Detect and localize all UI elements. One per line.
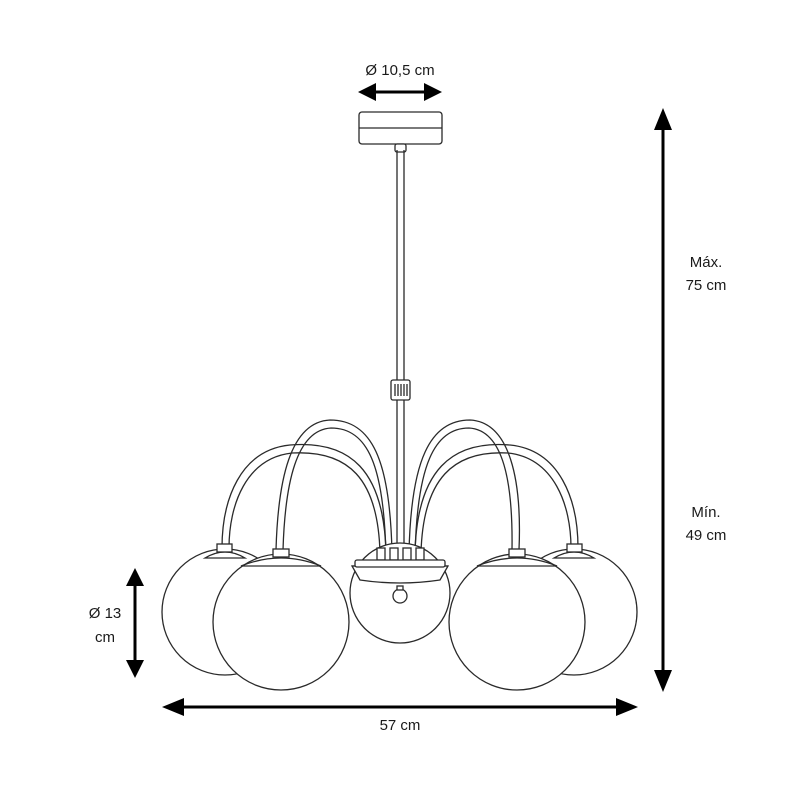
arrow-left-icon [162, 698, 184, 716]
globe-diameter-label: Ø 13 [89, 605, 122, 622]
suspension-rod [390, 150, 411, 548]
globe-diameter-unit: cm [95, 629, 115, 646]
arrow-right-icon [424, 83, 442, 101]
arrow-down-icon [126, 660, 144, 678]
globe-diameter-dimension: Ø 13 cm [89, 568, 144, 678]
canopy-diameter-label: Ø 10,5 cm [365, 62, 434, 79]
ceiling-canopy [358, 111, 443, 153]
lamp-arms [221, 419, 579, 557]
total-width-label: 57 cm [380, 717, 421, 734]
arrow-down-icon [654, 670, 672, 692]
arrow-right-icon [616, 698, 638, 716]
height-min-value: 49 cm [686, 527, 727, 544]
width-dimension: 57 cm [162, 698, 638, 734]
height-min-label: Mín. [691, 504, 720, 521]
height-dimension: Máx. 75 cm Mín. 49 cm [654, 108, 726, 692]
globe-inner-left [212, 548, 350, 691]
arrow-up-icon [126, 568, 144, 586]
arrow-up-icon [654, 108, 672, 130]
arrow-left-icon [358, 83, 376, 101]
height-max-label: Máx. [690, 254, 723, 271]
height-max-value: 75 cm [686, 277, 727, 294]
canopy-diameter-dimension: Ø 10,5 cm [358, 62, 442, 101]
globe-inner-right [448, 548, 586, 691]
center-hub [350, 547, 450, 604]
